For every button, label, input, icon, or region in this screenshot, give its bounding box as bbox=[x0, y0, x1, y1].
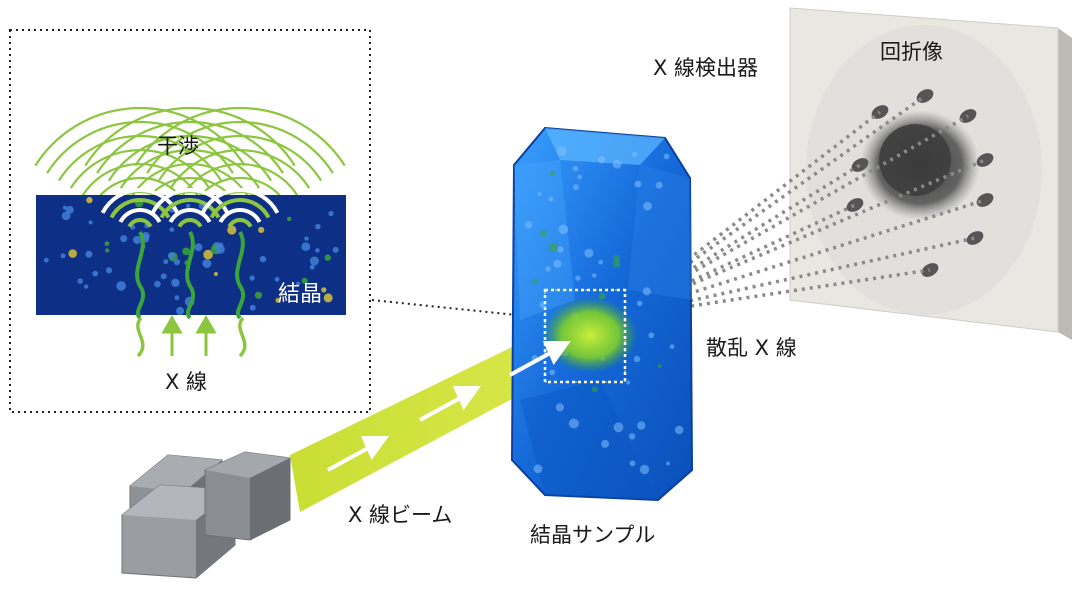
xray-beam-label: X 線ビーム bbox=[348, 503, 453, 527]
crystal-label: 結晶 bbox=[278, 282, 323, 307]
xray-source-icon bbox=[121, 451, 291, 579]
interference-label: 干渉 bbox=[157, 134, 199, 158]
xray-label: X 線 bbox=[165, 370, 208, 394]
crystal-lattice bbox=[36, 188, 346, 320]
diffraction-image-label: 回折像 bbox=[880, 40, 943, 64]
crystal-sample-icon bbox=[510, 126, 694, 502]
beam-arrows bbox=[327, 341, 571, 472]
detector-plate-icon bbox=[789, 7, 1072, 340]
inset-frame bbox=[9, 29, 371, 413]
incoming-arrows bbox=[161, 314, 217, 356]
crystal-sample-label: 結晶サンプル bbox=[530, 523, 656, 547]
xray-detector-label: X 線検出器 bbox=[653, 56, 759, 80]
scattered-xray-label: 散乱 X 線 bbox=[706, 336, 797, 360]
incoming-xray-waves bbox=[136, 316, 247, 358]
